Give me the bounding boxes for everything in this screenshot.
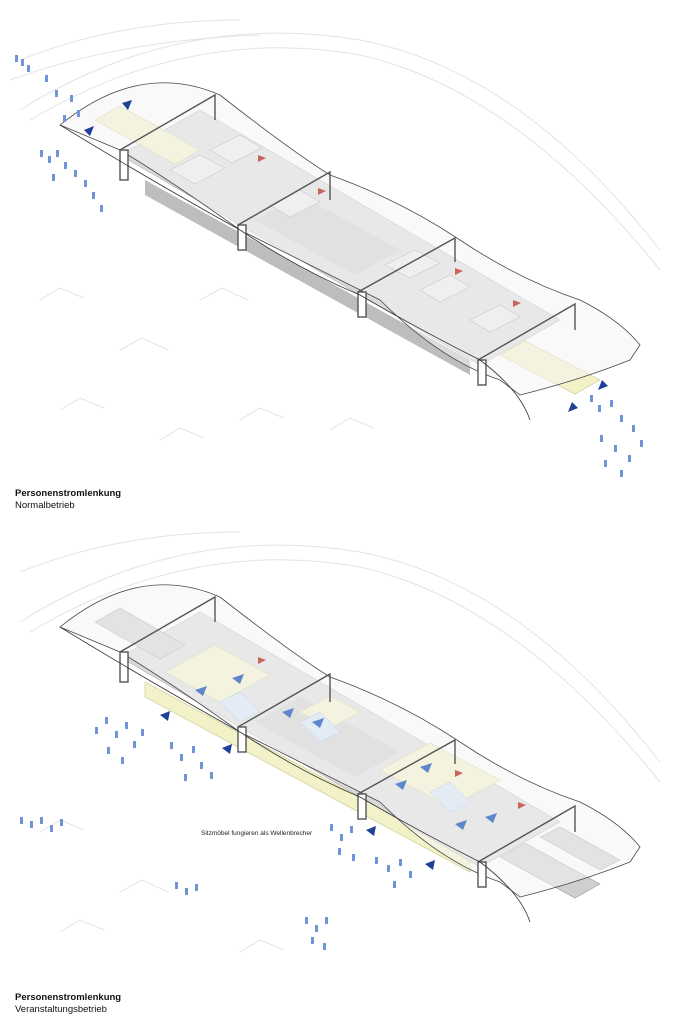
roof-membrane	[59, 584, 641, 898]
exit-arrows	[258, 657, 526, 809]
exit-arrows	[258, 155, 521, 307]
roof-membrane	[59, 82, 641, 396]
terrain-contours	[9, 19, 661, 441]
base-plinth	[145, 180, 470, 375]
caption-title: Personenstromlenkung	[15, 992, 122, 1003]
caption-subtitle: Normalbetrieb	[15, 500, 75, 511]
people-clusters	[20, 717, 412, 950]
internal-flow-arrows	[195, 674, 497, 830]
entry-arrows	[160, 711, 435, 870]
diagram-normalbetrieb: Personenstromlenkung Normalbetrieb	[9, 19, 661, 512]
flow-arrows	[84, 100, 608, 412]
caption-veranstaltungsbetrieb: Personenstromlenkung Veranstaltungsbetri…	[15, 992, 121, 1016]
annotation-wave-breakers: Sitzmöbel fungieren als Wellenbrecher	[201, 830, 313, 837]
axonometric-drawing-event	[19, 531, 661, 953]
terrain-contours	[19, 531, 661, 953]
people-clusters	[15, 55, 643, 477]
caption-normalbetrieb: Personenstromlenkung Normalbetrieb	[15, 488, 121, 512]
portal-frames	[119, 595, 576, 888]
roof-edge	[59, 124, 531, 421]
roof-edge	[59, 626, 531, 923]
caption-title: Personenstromlenkung	[15, 488, 122, 499]
axonometric-drawing-normal	[9, 19, 661, 477]
caption-subtitle: Veranstaltungsbetrieb	[15, 1004, 107, 1015]
diagram-veranstaltungsbetrieb: Sitzmöbel fungieren als Wellenbrecher Pe…	[0, 512, 677, 1024]
portal-frames	[119, 93, 576, 386]
